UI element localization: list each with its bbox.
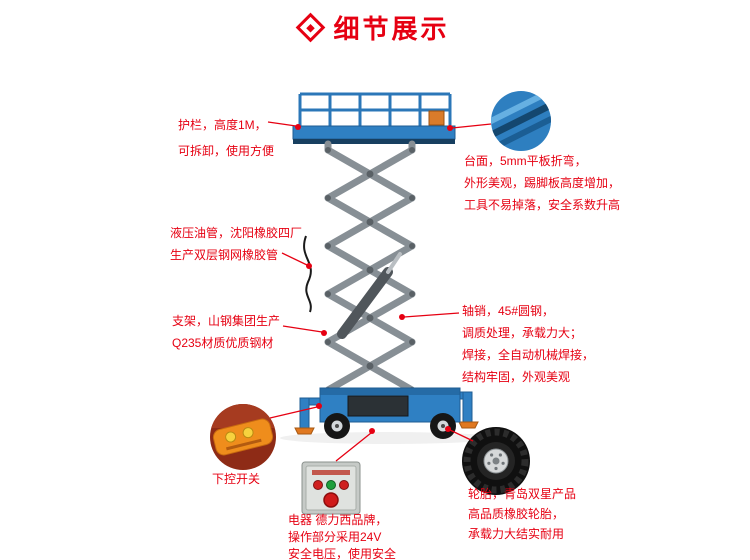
callout-line: 轴销，45#圆钢，: [462, 304, 555, 318]
control-box-photo: [301, 461, 361, 515]
callout-line: Q235材质优质钢材: [172, 336, 274, 350]
callout-line: 安全电压，使用安全: [288, 547, 397, 560]
callout-line: 外形美观，踢脚板高度增加，: [464, 176, 621, 190]
callout-line: 结构牢固，外观美观: [462, 370, 571, 384]
callout-platform: 台面，5mm平板折弯， 外形美观，踢脚板高度增加， 工具不易掉落，安全系数升高: [464, 150, 620, 216]
remote-control-photo: [210, 404, 276, 470]
callout-tire: 轮胎，青岛双星产品 高品质橡胶轮胎， 承载力大结实耐用: [468, 484, 576, 544]
callout-lower-control-switch: 下控开关: [212, 468, 260, 490]
hydraulic-cylinder: [337, 267, 393, 339]
callout-line: 调质处理，承载力大；: [462, 326, 583, 340]
wheels: [324, 413, 456, 439]
callout-line: 轮胎，青岛双星产品: [468, 487, 577, 501]
callout-line: 工具不易掉落，安全系数升高: [464, 198, 621, 212]
leader-dots: [295, 124, 453, 434]
callout-line: 液压油管，沈阳橡胶四厂: [170, 226, 303, 240]
callout-line: 台面，5mm平板折弯，: [464, 154, 587, 168]
hydraulic-rod: [386, 252, 402, 274]
hydraulic-hose-lines: [303, 235, 312, 313]
page-header: 细节展示: [0, 10, 750, 44]
callout-line: 下控开关: [212, 472, 261, 486]
callout-axle-pin: 轴销，45#圆钢， 调质处理，承载力大； 焊接，全自动机械焊接， 结构牢固，外观…: [462, 300, 594, 388]
platform-underside: [293, 139, 455, 144]
platform-deck: [292, 125, 456, 140]
page-title: 细节展示: [333, 13, 450, 44]
callout-line: 生产双层钢网橡胶管: [170, 248, 279, 262]
power-unit: [347, 395, 409, 417]
callout-line: 护栏，高度1M，: [178, 118, 267, 132]
callout-line: 可拆卸，使用方便: [178, 144, 275, 158]
chassis-top-edge: [320, 388, 460, 395]
scissor-lift-illustration: [292, 92, 479, 439]
callout-electric: 电器 德力西品牌， 操作部分采用24V 安全电压，使用安全: [288, 512, 396, 560]
callout-hydraulic-hose: 液压油管，沈阳橡胶四厂 生产双层钢网橡胶管: [170, 222, 302, 266]
callout-line: 焊接，全自动机械焊接，: [462, 348, 595, 362]
platform-detail-photo: [491, 91, 551, 151]
ground-shadow: [280, 432, 496, 444]
callout-guardrail: 护栏，高度1M， 可拆卸，使用方便: [178, 112, 274, 164]
scissor-pins: [325, 147, 415, 393]
callout-line: 承载力大结实耐用: [468, 527, 565, 541]
outriggers: [294, 391, 479, 435]
callout-line: 操作部分采用24V: [288, 530, 382, 544]
platform-control-box: [428, 110, 445, 126]
callout-line: 电器 德力西品牌，: [288, 513, 388, 527]
callout-line: 支架，山钢集团生产: [172, 314, 281, 328]
guardrail: [298, 92, 452, 127]
leader-lines: [267, 121, 492, 462]
tire-photo: [462, 427, 530, 495]
callout-bracket: 支架，山钢集团生产 Q235材质优质钢材: [172, 310, 280, 354]
callout-line: 高品质橡胶轮胎，: [468, 507, 565, 521]
